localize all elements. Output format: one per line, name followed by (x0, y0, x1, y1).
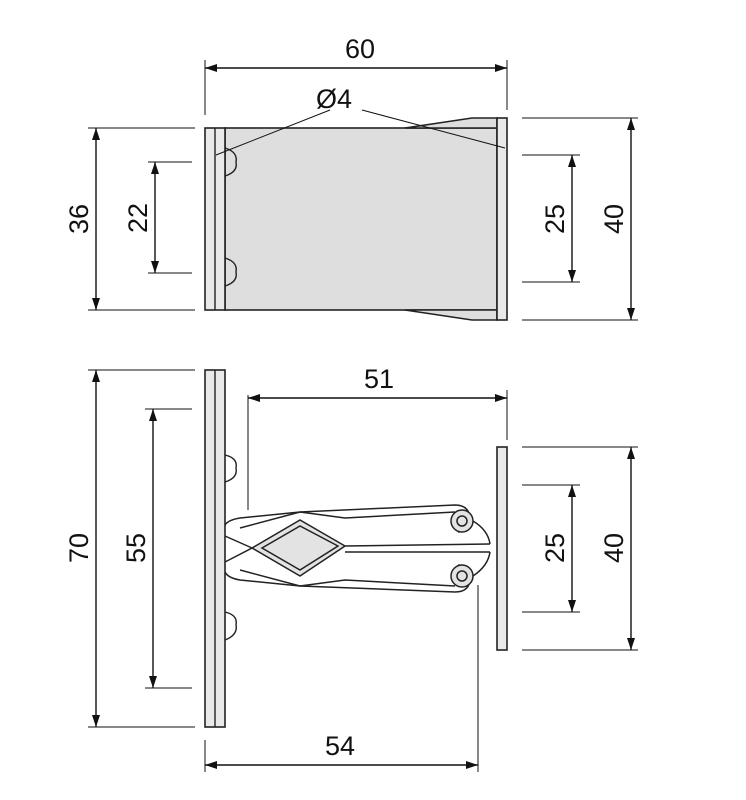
dim-label-60: 60 (345, 34, 375, 64)
spring-eye-upper (450, 509, 474, 533)
top-right-bar (496, 117, 508, 321)
hole-leader-left (215, 109, 331, 156)
top-right-flange (404, 117, 498, 129)
side-view: 51 70 55 25 40 54 (64, 364, 638, 772)
dim-label-hole-diameter: Ø4 (316, 84, 352, 114)
dim-label-51: 51 (364, 364, 394, 394)
dim-label-70: 70 (64, 533, 94, 563)
dim-label-25-side: 25 (540, 533, 570, 563)
dim-label-40-side: 40 (599, 533, 629, 563)
side-right-bar (496, 446, 508, 651)
top-view: 60 Ø4 36 22 25 40 (64, 34, 638, 321)
dim-label-25-top: 25 (540, 204, 570, 234)
spring-eye-lower (450, 564, 474, 588)
dim-label-55: 55 (121, 533, 151, 563)
hole-leader-right (361, 109, 506, 149)
top-hole-upper (224, 147, 237, 177)
top-plate-body (224, 127, 498, 311)
dim-label-36: 36 (64, 204, 94, 234)
top-right-flange-bottom (404, 309, 498, 321)
dim-label-22: 22 (123, 203, 153, 233)
dim-label-40-top: 40 (599, 204, 629, 234)
spring-clip (224, 504, 491, 593)
top-hole-lower (224, 257, 237, 287)
dim-label-54: 54 (325, 731, 355, 761)
side-hole-upper (224, 454, 237, 483)
side-hole-lower (224, 611, 237, 641)
